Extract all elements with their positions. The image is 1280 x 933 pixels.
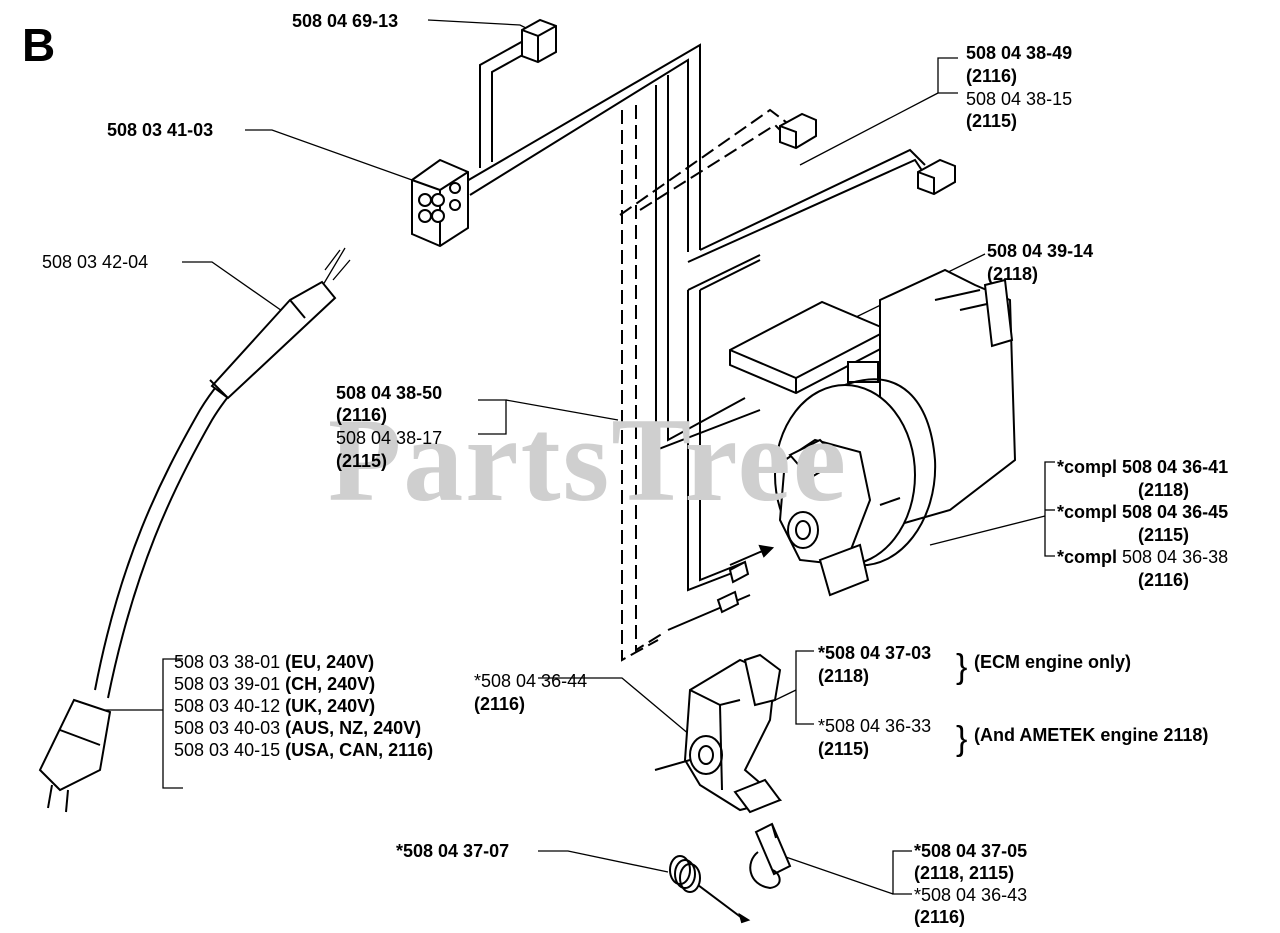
- section-letter: B: [22, 19, 56, 71]
- part-label-508043645: *compl 508 04 36-45: [1057, 502, 1229, 522]
- brace-ametek: }: [956, 720, 968, 758]
- part-label-508034103: 508 03 41-03: [107, 120, 214, 140]
- part-label-508034204: 508 03 42-04: [42, 252, 149, 272]
- motor: [716, 268, 1017, 614]
- model-label-2116: (2116): [336, 405, 388, 425]
- cord-part-number: 508 03 40-03: [174, 718, 286, 738]
- cord-row-aus: 508 03 40-03 (AUS, NZ, 240V): [174, 717, 421, 739]
- brace-ecm: }: [956, 648, 968, 686]
- part-label-508046913: 508 04 69-13: [292, 11, 399, 31]
- circuit-board: [729, 300, 889, 395]
- model-label-2118-2115: (2118, 2115): [914, 863, 1015, 883]
- part-label-508043638: *compl 508 04 36-38: [1057, 546, 1228, 568]
- terminal-block: [411, 158, 469, 248]
- model-label-2116: (2116): [1138, 570, 1190, 590]
- part-label-508043850: 508 04 38-50: [336, 383, 443, 403]
- model-label-2115: (2115): [336, 451, 388, 471]
- connector-38-15: [917, 158, 956, 196]
- part-label-508043707: *508 04 37-07: [396, 841, 510, 861]
- cord-part-number: 508 03 39-01: [174, 674, 286, 694]
- cord-region: (USA, CAN, 2116): [285, 740, 434, 760]
- model-label-2116: (2116): [914, 907, 966, 927]
- model-label-2118: (2118): [818, 666, 870, 686]
- part-label-508043643: *508 04 36-43: [914, 885, 1028, 905]
- model-label-2115: (2115): [1138, 525, 1190, 545]
- model-label-2115: (2115): [818, 739, 870, 759]
- part-label-508043849: 508 04 38-49: [966, 43, 1073, 63]
- cord-region: (EU, 240V): [285, 652, 375, 672]
- connector-38-49: [779, 112, 817, 150]
- cord-region: (CH, 240V): [285, 674, 376, 694]
- model-label-2115: (2115): [966, 111, 1018, 131]
- part-label-508043641: *compl 508 04 36-41: [1057, 457, 1229, 477]
- carbon-brush: [749, 822, 792, 890]
- watermark: PartsTree: [328, 393, 848, 526]
- part-number: 508 04 36-38: [1117, 547, 1229, 567]
- part-label-508043705: *508 04 37-05: [914, 841, 1028, 861]
- model-label-2118: (2118): [987, 264, 1039, 284]
- model-label-2118: (2118): [1138, 480, 1190, 500]
- connector-69-13: [521, 18, 557, 64]
- cord-region: (UK, 240V): [285, 696, 376, 716]
- brush-holder: [654, 653, 783, 814]
- cord-part-number: 508 03 38-01: [174, 652, 286, 672]
- part-label-508043815: 508 04 38-15: [966, 89, 1073, 109]
- cord-row-usa: 508 03 40-15 (USA, CAN, 2116): [174, 739, 433, 761]
- part-label-508043633: *508 04 36-33: [818, 716, 932, 736]
- cord-row-eu: 508 03 38-01 (EU, 240V): [174, 651, 374, 673]
- cord-part-number: 508 03 40-15: [174, 740, 286, 760]
- part-label-508043644: *508 04 36-44: [474, 671, 588, 691]
- part-label-508043817: 508 04 38-17: [336, 428, 443, 448]
- cord-row-uk: 508 03 40-12 (UK, 240V): [174, 695, 375, 717]
- model-label-2116: (2116): [474, 694, 526, 714]
- part-label-508043703: *508 04 37-03: [818, 643, 932, 663]
- note-ecm-engine-only: (ECM engine only): [974, 652, 1131, 672]
- cord-row-ch: 508 03 39-01 (CH, 240V): [174, 673, 375, 695]
- compl-prefix: *compl: [1057, 547, 1118, 567]
- cord-part-number: 508 03 40-12: [174, 696, 286, 716]
- part-label-508043914: 508 04 39-14: [987, 241, 1094, 261]
- power-cord: [38, 247, 351, 813]
- cord-region: (AUS, NZ, 240V): [285, 718, 422, 738]
- note-ametek-engine: (And AMETEK engine 2118): [974, 725, 1209, 745]
- spring: [669, 855, 751, 924]
- model-label-2116: (2116): [966, 66, 1018, 86]
